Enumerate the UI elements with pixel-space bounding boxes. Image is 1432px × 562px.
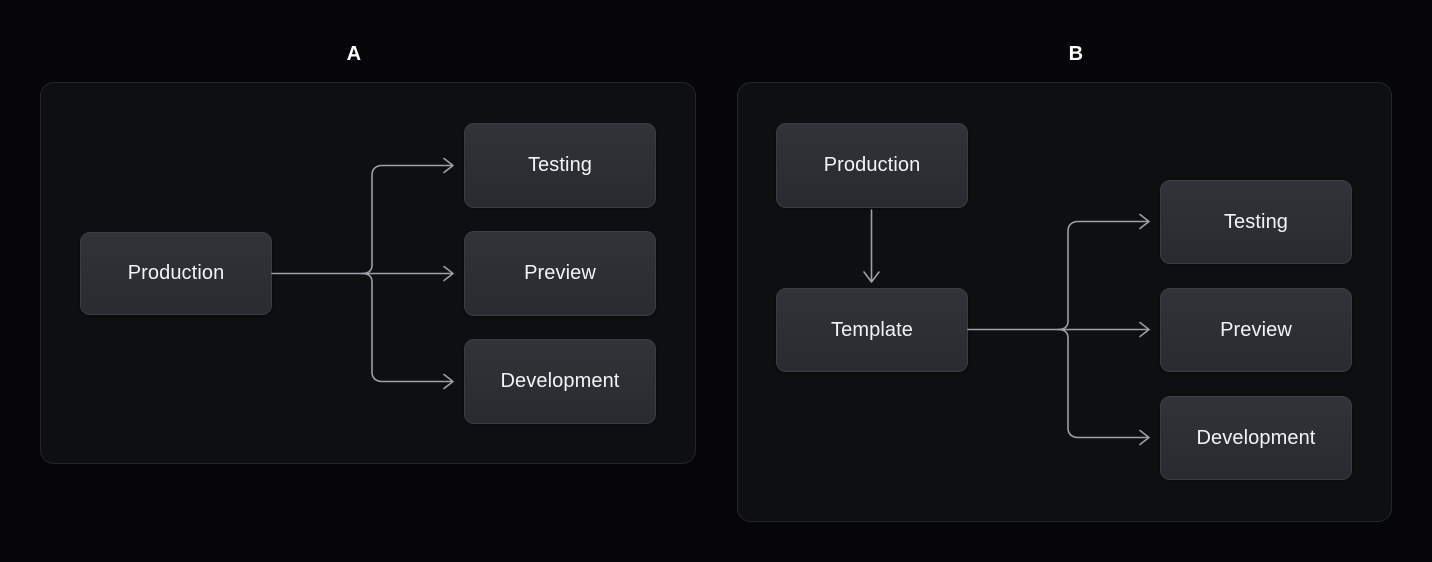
- panel-a-node-development[interactable]: Development: [464, 339, 656, 424]
- panel-a-node-testing[interactable]: Testing: [464, 123, 656, 208]
- panel-a-node-production[interactable]: Production: [80, 232, 272, 315]
- panel-a-node-testing-label: Testing: [527, 154, 593, 176]
- panel-b-node-testing[interactable]: Testing: [1160, 180, 1352, 264]
- panel-b-node-template-label: Template: [831, 318, 913, 341]
- panel-b-node-development[interactable]: Development: [1160, 396, 1352, 480]
- panel-a-node-preview[interactable]: Preview: [464, 231, 656, 316]
- panel-b-node-development-label: Development: [1196, 426, 1316, 449]
- panel-b-node-preview[interactable]: Preview: [1160, 288, 1352, 372]
- panel-b-node-production[interactable]: Production: [776, 123, 968, 208]
- panel-b-node-testing-label: Testing: [1223, 210, 1289, 233]
- panel-a-title: A: [346, 43, 362, 65]
- panel-b-node-production-label: Production: [823, 154, 921, 176]
- panel-a-node-production-label: Production: [127, 262, 225, 284]
- panel-b-node-template[interactable]: Template: [776, 288, 968, 372]
- panel-b-node-preview-label: Preview: [1220, 318, 1292, 341]
- panel-a-node-preview-label: Preview: [524, 262, 596, 284]
- panel-a-node-development-label: Development: [500, 370, 620, 392]
- panel-b-title: B: [1068, 43, 1084, 65]
